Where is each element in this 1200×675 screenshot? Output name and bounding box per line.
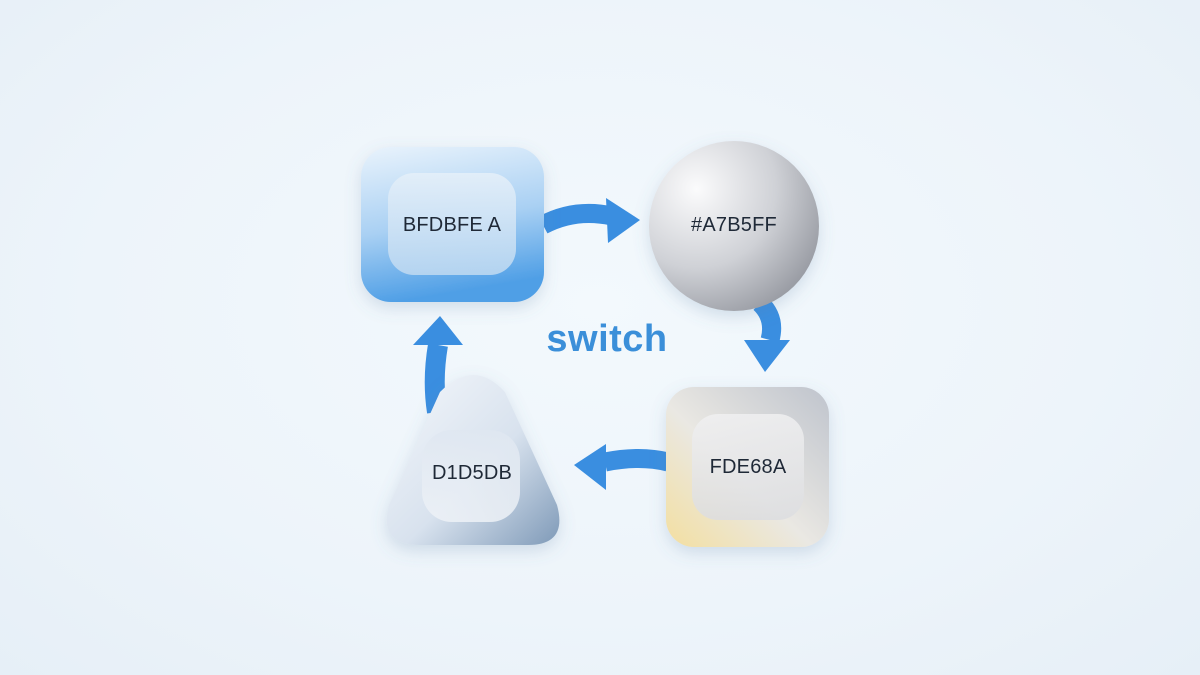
center-label-switch: switch [546,318,668,360]
arrow-circle-to-square [744,296,790,372]
node-label-gray-triangle: D1D5DB [431,462,513,484]
node-gray-triangle [386,375,560,545]
node-label-yellow-square: FDE68A [709,456,787,478]
node-blue-square [361,147,544,302]
node-yellow-square [666,387,829,547]
node-gray-circle [649,141,819,311]
node-label-gray-circle: #A7B5FF [691,214,777,236]
node-label-blue-square: BFDBFE A [402,214,502,236]
arrow-square-to-circle [538,198,640,243]
arrow-square-to-triangle [574,444,671,490]
